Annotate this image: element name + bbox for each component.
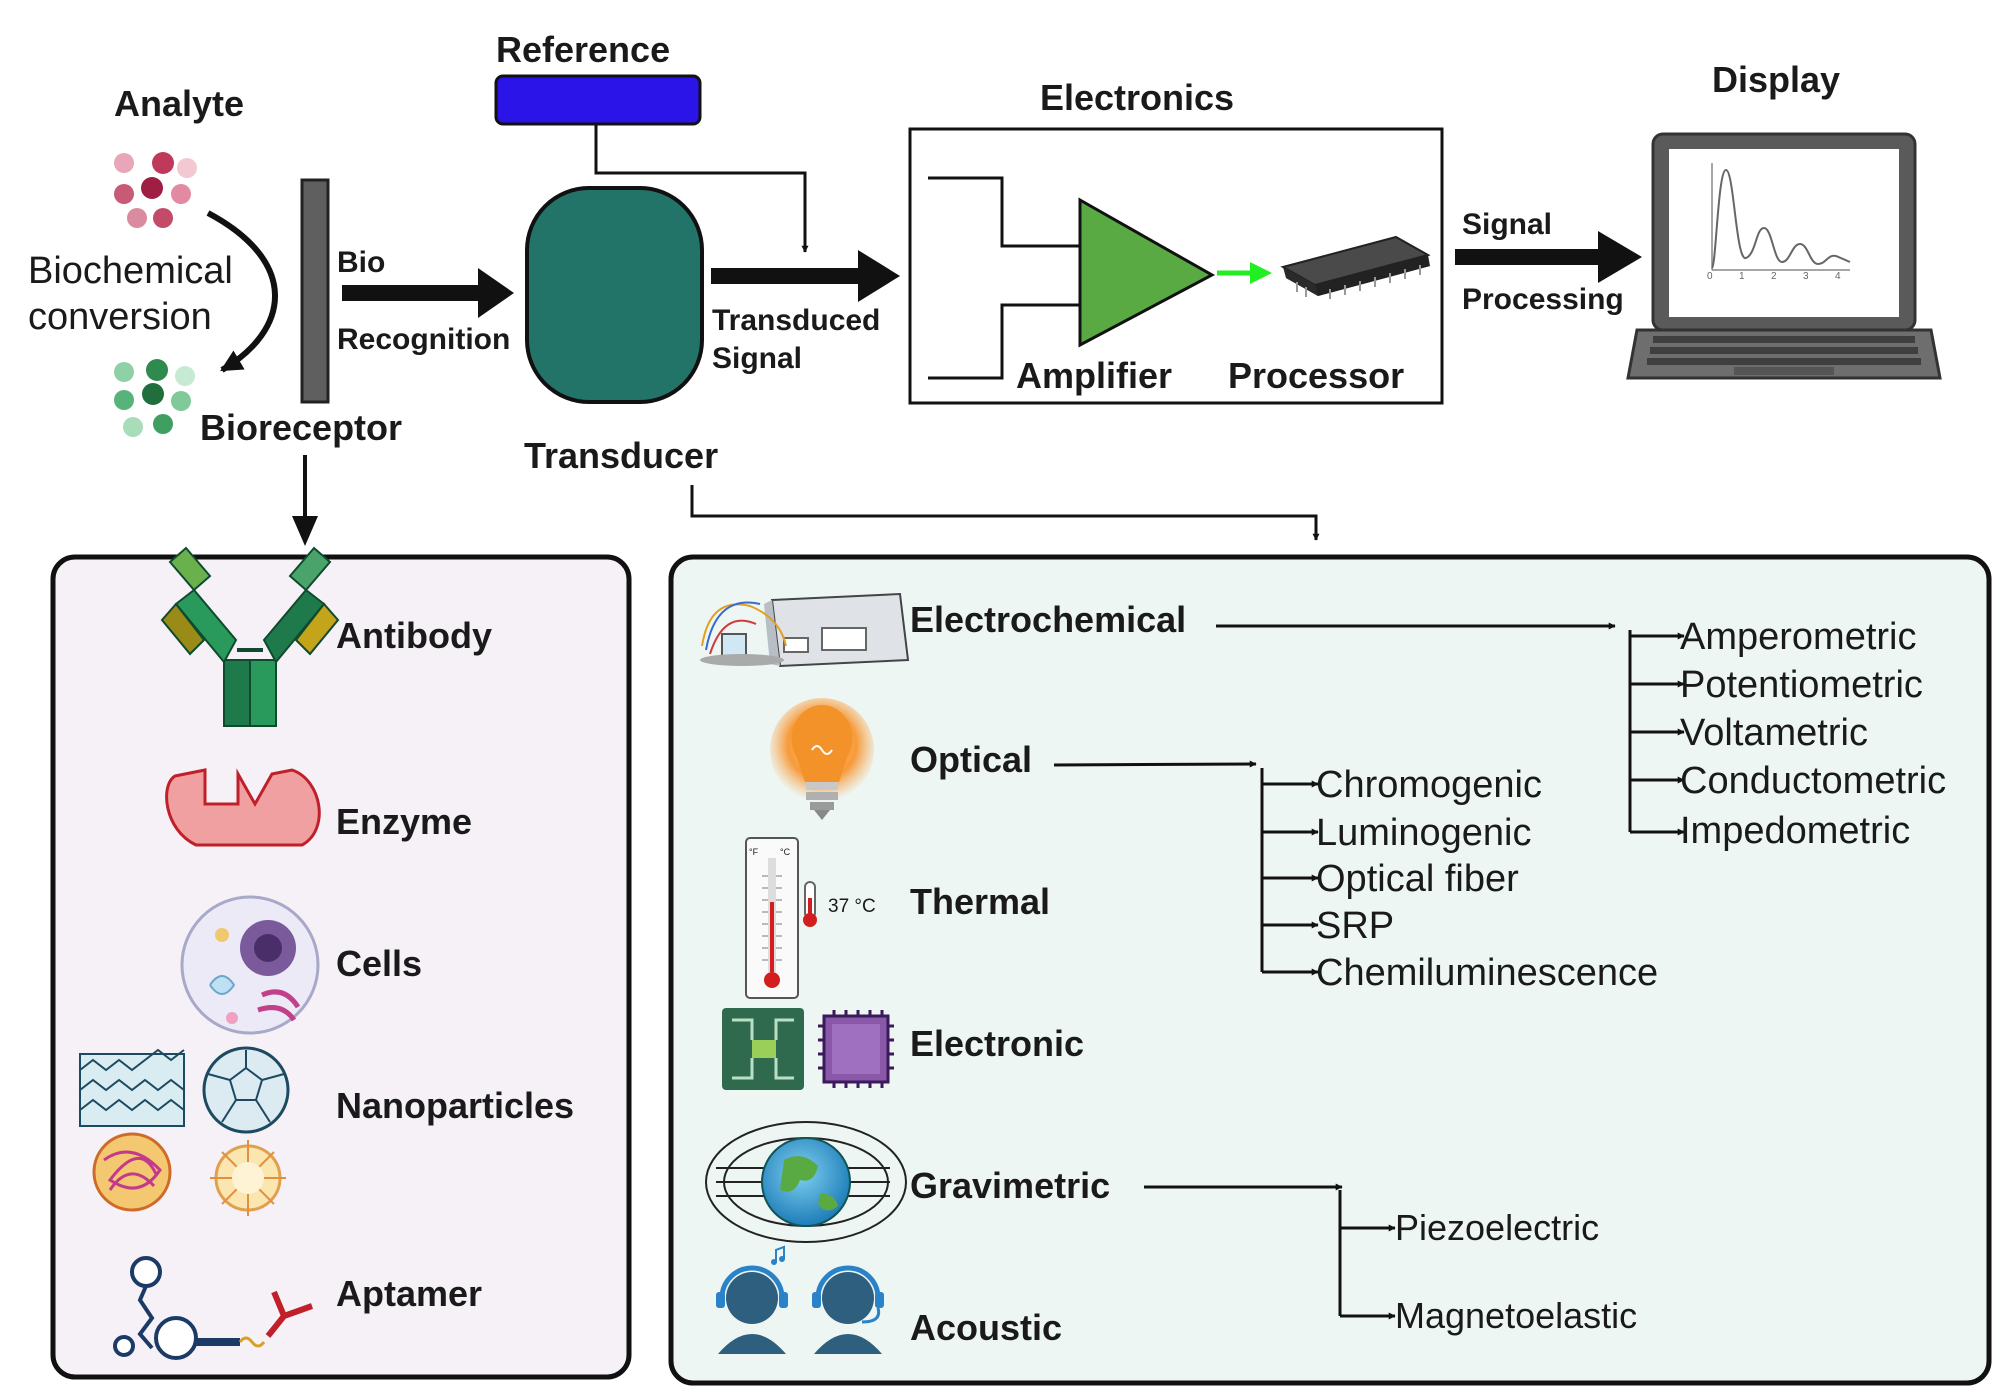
antibody-icon xyxy=(160,546,340,727)
processor-chip-icon xyxy=(1280,235,1431,299)
aptamer-icon xyxy=(113,1256,314,1360)
electrochemical-subtype: Conductometric xyxy=(1680,760,1947,802)
analyte-label: Analyte xyxy=(114,83,245,124)
transducer-item-acoustic: Acoustic xyxy=(910,1307,1063,1348)
circuit-board-icon xyxy=(722,1008,804,1090)
transducer-item-electronic: Electronic xyxy=(910,1023,1085,1064)
reference-bar xyxy=(494,74,702,126)
headphone-listeners-icon xyxy=(716,1245,884,1354)
optical-subtype: Chromogenic xyxy=(1316,764,1542,806)
bioreceptor-types-panel xyxy=(50,554,632,1380)
transduced-signal-line1: Transduced xyxy=(712,304,881,337)
plot-tick: 4 xyxy=(1835,271,1841,282)
transducer-block xyxy=(525,186,704,404)
analyte-beads-icon xyxy=(114,152,197,228)
reference-line xyxy=(594,124,809,253)
transducer-to-types-arrow xyxy=(690,485,1320,541)
microchip-icon xyxy=(818,1010,894,1088)
optical-subtype: SRP xyxy=(1316,905,1395,947)
plot-tick: 1 xyxy=(1739,271,1745,282)
gravimetric-subtype: Piezoelectric xyxy=(1395,1207,1600,1248)
electrochemical-subtype: Amperometric xyxy=(1680,616,1917,658)
biochemical-conversion-arrow xyxy=(206,210,278,373)
biochemical-conversion-line1: Biochemical xyxy=(28,250,233,292)
processor-label: Processor xyxy=(1228,355,1405,396)
bio-recognition-line1: Bio xyxy=(337,246,386,279)
electrochemical-subtype: Voltametric xyxy=(1680,712,1868,754)
signal-processing-line1: Signal xyxy=(1462,208,1553,241)
optical-subtype: Chemiluminescence xyxy=(1316,952,1659,994)
electrochemical-subtype: Impedometric xyxy=(1680,810,1911,852)
bioreceptor-item-cells: Cells xyxy=(336,943,423,984)
transducer-item-gravimetric: Gravimetric xyxy=(910,1165,1111,1206)
bioreceptor-item-enzyme: Enzyme xyxy=(336,801,473,842)
optical-subtype: Optical fiber xyxy=(1316,858,1519,900)
cell-icon xyxy=(180,895,320,1035)
transduced-signal-line2: Signal xyxy=(712,342,803,375)
laptop-display-icon xyxy=(1626,132,1942,380)
plot-tick: 0 xyxy=(1707,271,1713,282)
earth-magnetic-field-icon xyxy=(705,1121,907,1243)
transducer-item-thermal: Thermal xyxy=(910,881,1051,922)
thermometer-icon xyxy=(745,837,817,999)
electrochemical-subtype: Potentiometric xyxy=(1680,664,1923,706)
thermometer-reading: 37 °C xyxy=(828,896,876,917)
bioreceptor-item-nanoparticles: Nanoparticles xyxy=(336,1085,575,1126)
amplifier-label: Amplifier xyxy=(1016,355,1173,396)
potentiostat-icon xyxy=(700,592,910,668)
fahrenheit-unit: °F xyxy=(749,847,759,857)
nanoparticles-icon xyxy=(79,1046,290,1216)
plot-tick: 3 xyxy=(1803,271,1809,282)
bioreceptor-membrane xyxy=(300,178,330,404)
transducer-item-electrochemical: Electrochemical xyxy=(910,599,1187,640)
display-label: Display xyxy=(1712,59,1841,100)
celsius-unit: °C xyxy=(780,847,791,857)
bio-recognition-line2: Recognition xyxy=(337,323,511,356)
bioreceptor-beads-icon xyxy=(114,359,195,437)
transducer-label: Transducer xyxy=(524,435,719,476)
optical-subtype: Luminogenic xyxy=(1316,812,1532,854)
transducer-types-panel xyxy=(668,554,1992,1386)
amplifier-icon xyxy=(1078,197,1216,348)
gravimetric-subtype: Magnetoelastic xyxy=(1395,1295,1638,1336)
signal-processing-line2: Processing xyxy=(1462,283,1624,316)
plot-tick: 2 xyxy=(1771,271,1777,282)
bioreceptor-label: Bioreceptor xyxy=(200,407,403,448)
light-bulb-icon xyxy=(770,698,874,820)
reference-label: Reference xyxy=(496,29,671,70)
enzyme-icon xyxy=(165,768,321,847)
electronics-label: Electronics xyxy=(1040,77,1235,118)
bioreceptor-item-antibody: Antibody xyxy=(336,615,492,656)
transducer-item-optical: Optical xyxy=(910,739,1033,780)
bioreceptor-item-aptamer: Aptamer xyxy=(336,1273,483,1314)
biochemical-conversion-line2: conversion xyxy=(28,296,212,338)
